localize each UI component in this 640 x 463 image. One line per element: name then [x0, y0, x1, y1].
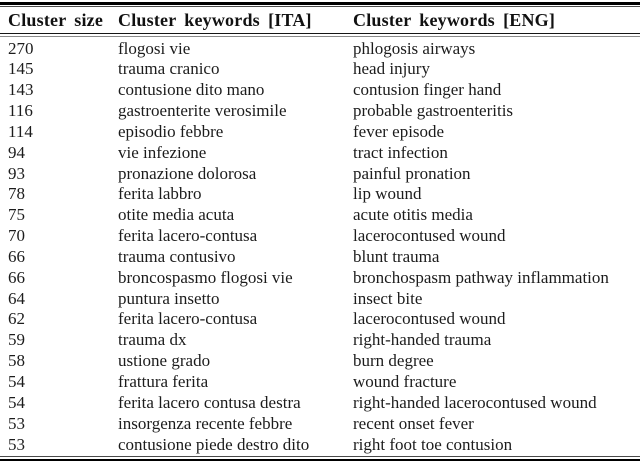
cell-keywords-eng: insect bite — [353, 288, 423, 308]
table-row: 62 ferita lacero-contusa lacerocontused … — [0, 309, 640, 330]
table-row: 114 episodio febbre fever episode — [0, 122, 640, 143]
cell-keywords-eng: probable gastroenteritis — [353, 101, 514, 121]
table-row: 93 pronazione dolorosa painful pronation — [0, 164, 640, 185]
table-row: 70 ferita lacero-contusa lacerocontused … — [0, 226, 640, 247]
cell-cluster-size: 143 — [8, 80, 34, 100]
cell-keywords-eng: recent onset fever — [353, 413, 474, 433]
table-row: 66 broncospasmo flogosi vie bronchospasm… — [0, 268, 640, 289]
table-row: 145 trauma cranico head injury — [0, 59, 640, 80]
cell-cluster-size: 116 — [8, 101, 33, 121]
cell-keywords-ita: ustione grado — [118, 351, 211, 371]
table-row: 53 insorgenza recente febbre recent onse… — [0, 414, 640, 435]
cell-keywords-eng: painful pronation — [353, 163, 471, 183]
cell-keywords-eng: tract infection — [353, 142, 448, 162]
cell-cluster-size: 62 — [8, 309, 25, 329]
cell-cluster-size: 75 — [8, 205, 25, 225]
cell-cluster-size: 54 — [8, 372, 25, 391]
cell-cluster-size: 66 — [8, 267, 25, 287]
cell-cluster-size: 270 — [8, 38, 34, 58]
table-row: 270 flogosi vie phlogosis airways — [0, 39, 640, 60]
cell-keywords-ita: trauma contusivo — [118, 246, 236, 266]
table-header-row: Cluster size Cluster keywords [ITA] Clus… — [0, 7, 640, 32]
cell-cluster-size: 66 — [8, 246, 25, 266]
cell-keywords-ita: trauma cranico — [118, 59, 220, 79]
cell-cluster-size: 114 — [8, 121, 33, 141]
cell-cluster-size: 64 — [8, 288, 25, 308]
column-header-cluster-size: Cluster size — [8, 10, 104, 30]
table-row: 143 contusione dito mano contusion finge… — [0, 80, 640, 101]
header-separator-rule-dark — [0, 33, 640, 34]
top-rule-thick — [0, 2, 640, 5]
cell-keywords-eng: fever episode — [353, 121, 445, 141]
column-header-keywords-eng: Cluster keywords [ENG] — [353, 10, 556, 30]
top-rule-thin — [0, 6, 640, 7]
cell-keywords-eng: lacerocontused wound — [353, 309, 506, 329]
table-row: 116 gastroenterite verosimile probable g… — [0, 101, 640, 122]
cell-keywords-eng: burn degree — [353, 351, 434, 371]
cell-keywords-ita: flogosi vie — [118, 38, 191, 58]
cell-keywords-ita: gastroenterite verosimile — [118, 101, 287, 121]
table-row: 59 trauma dx right-handed trauma — [0, 330, 640, 351]
cell-keywords-ita: otite media acuta — [118, 205, 235, 225]
table-row: 54 frattura ferita wound fracture — [0, 372, 640, 393]
bottom-rule-thick — [0, 458, 640, 462]
cell-cluster-size: 93 — [8, 163, 25, 183]
cell-keywords-ita: frattura ferita — [118, 372, 209, 391]
table-row: 53 contusione piede destro dito right fo… — [0, 435, 640, 456]
cell-cluster-size: 94 — [8, 142, 25, 162]
cell-keywords-eng: acute otitis media — [353, 205, 473, 225]
cell-keywords-ita: broncospasmo flogosi vie — [118, 267, 293, 287]
table-row: 54 ferita lacero contusa destra right-ha… — [0, 393, 640, 414]
bottom-rule-thin — [0, 456, 640, 458]
cell-cluster-size: 53 — [8, 434, 25, 454]
cell-keywords-eng: bronchospasm pathway inflammation — [353, 267, 609, 287]
cell-keywords-ita: ferita lacero contusa destra — [118, 392, 301, 412]
cell-keywords-eng: phlogosis airways — [353, 38, 476, 58]
cell-cluster-size: 70 — [8, 226, 25, 246]
table-row: 94 vie infezione tract infection — [0, 143, 640, 164]
cell-keywords-ita: pronazione dolorosa — [118, 163, 257, 183]
cell-keywords-eng: wound fracture — [353, 372, 457, 391]
cell-keywords-ita: vie infezione — [118, 142, 207, 162]
cell-cluster-size: 53 — [8, 413, 25, 433]
cell-keywords-ita: ferita lacero-contusa — [118, 309, 258, 329]
cell-keywords-ita: insorgenza recente febbre — [118, 413, 293, 433]
cell-keywords-ita: ferita labbro — [118, 184, 202, 204]
cell-keywords-eng: lacerocontused wound — [353, 226, 506, 246]
cell-keywords-eng: right foot toe contusion — [353, 434, 513, 454]
cell-keywords-ita: ferita lacero-contusa — [118, 226, 258, 246]
table-row: 75 otite media acuta acute otitis media — [0, 205, 640, 226]
table-row: 58 ustione grado burn degree — [0, 351, 640, 372]
cell-keywords-eng: right-handed lacerocontused wound — [353, 392, 597, 412]
cell-keywords-eng: blunt trauma — [353, 246, 440, 266]
header-separator-rule-light — [0, 35, 640, 37]
cell-cluster-size: 145 — [8, 59, 34, 79]
column-header-keywords-ita: Cluster keywords [ITA] — [118, 10, 312, 30]
cell-keywords-ita: contusione dito mano — [118, 80, 265, 100]
table-row: 78 ferita labbro lip wound — [0, 184, 640, 205]
table-body: 270 flogosi vie phlogosis airways 145 tr… — [0, 37, 640, 456]
cell-keywords-eng: head injury — [353, 59, 430, 79]
cell-keywords-eng: lip wound — [353, 184, 422, 204]
cell-keywords-ita: trauma dx — [118, 330, 187, 350]
table-row: 66 trauma contusivo blunt trauma — [0, 247, 640, 268]
cell-keywords-ita: contusione piede destro dito — [118, 434, 310, 454]
cell-cluster-size: 58 — [8, 351, 25, 371]
cell-keywords-ita: puntura insetto — [118, 288, 220, 308]
cell-cluster-size: 59 — [8, 330, 25, 350]
table-row: 64 puntura insetto insect bite — [0, 289, 640, 310]
cell-keywords-ita: episodio febbre — [118, 121, 224, 141]
cell-keywords-eng: contusion finger hand — [353, 80, 502, 100]
cell-cluster-size: 54 — [8, 392, 25, 412]
cell-keywords-eng: right-handed trauma — [353, 330, 492, 350]
cell-cluster-size: 78 — [8, 184, 25, 204]
